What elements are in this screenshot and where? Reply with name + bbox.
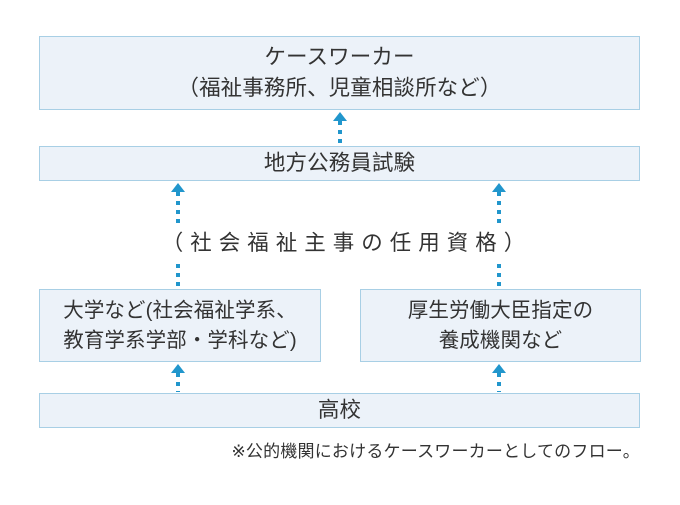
node-exam-label: 地方公務員試験	[263, 151, 416, 176]
arrow-head-icon	[171, 364, 185, 373]
arrow-head-icon	[333, 112, 347, 121]
arrow-stem-dotted	[176, 373, 180, 392]
node-caseworker: ケースワーカー （福祉事務所、児童相談所など）	[39, 36, 640, 110]
node-training-label: 厚生労働大臣指定の 養成機関など	[407, 299, 594, 352]
node-local-civil-service-exam: 地方公務員試験	[39, 146, 640, 181]
arrow-exam-to-caseworker	[333, 112, 347, 144]
arrow-stem-dotted	[338, 121, 342, 144]
qualification-caption: （社会福祉主事の任用資格）	[0, 224, 680, 259]
node-university: 大学など(社会福祉学系、 教育学系学部・学科など)	[39, 289, 321, 362]
arrow-highschool-to-university	[171, 364, 185, 392]
node-highschool-label: 高校	[317, 398, 362, 423]
arrow-highschool-to-training	[492, 364, 506, 392]
arrow-stem-dotted	[497, 373, 501, 392]
node-university-label: 大学など(社会福祉学系、 教育学系学部・学科など)	[63, 299, 297, 352]
node-high-school: 高校	[39, 393, 640, 428]
node-caseworker-label: ケースワーカー （福祉事務所、児童相談所など）	[177, 44, 502, 100]
arrow-head-icon	[492, 183, 506, 192]
footnote: ※公的機関におけるケースワーカーとしてのフロー。	[231, 442, 640, 461]
arrow-head-icon	[171, 183, 185, 192]
node-training-institution: 厚生労働大臣指定の 養成機関など	[360, 289, 641, 362]
arrow-head-icon	[492, 364, 506, 373]
qualification-caption-text: （社会福祉主事の任用資格）	[148, 224, 539, 259]
